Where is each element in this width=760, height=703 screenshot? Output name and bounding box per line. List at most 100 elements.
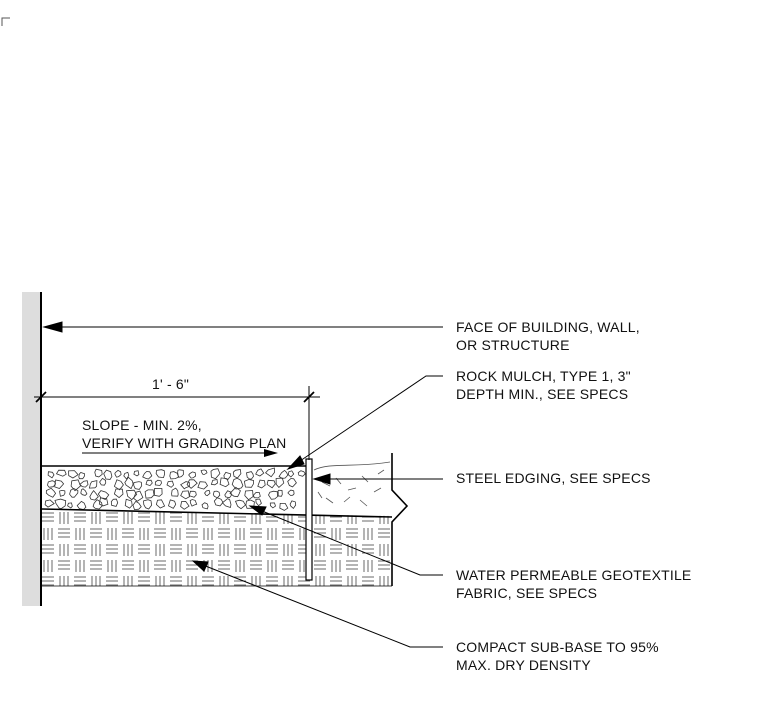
rock-stone: [124, 476, 134, 490]
rock-stone: [234, 499, 247, 510]
face-leader: [42, 321, 443, 333]
rock-stone: [188, 490, 197, 498]
dimension-line: [34, 386, 320, 460]
rock-stone: [98, 497, 109, 507]
fabric-leader: [248, 505, 443, 576]
subbase-label-line1: COMPACT SUB-BASE TO 95%: [456, 639, 659, 655]
rock-stone: [171, 487, 179, 497]
rock-stone: [189, 499, 198, 507]
rock-stone: [275, 477, 285, 488]
rock-stone: [114, 469, 122, 478]
rock-stone: [103, 469, 113, 480]
rock-mulch-layer: [42, 466, 308, 513]
rock-stone: [133, 481, 143, 490]
slope-label-line2: VERIFY WITH GRADING PLAN: [82, 435, 287, 451]
rock-stone: [44, 499, 55, 508]
rock-stone: [166, 480, 175, 488]
rock-stone: [144, 489, 155, 499]
rock-stone: [297, 470, 306, 477]
fabric-label-line1: WATER PERMEABLE GEOTEXTILE: [456, 567, 692, 583]
rock-stone: [219, 477, 230, 488]
rock-stone: [154, 479, 162, 486]
sub-base-layer: [42, 510, 392, 586]
rock-stone: [55, 469, 67, 477]
rock-stone: [67, 502, 73, 509]
rock-stone: [210, 479, 218, 486]
rock-stone: [126, 489, 138, 501]
rock-stone: [279, 502, 289, 511]
rock-stone: [177, 469, 184, 478]
rock-stone: [255, 468, 265, 477]
dimension-label: 1' - 6": [152, 376, 190, 392]
rock-stone: [47, 471, 55, 479]
rock-stone: [133, 490, 144, 502]
rock-stone: [153, 487, 163, 497]
rock-stone: [99, 477, 107, 486]
rock-stone: [243, 479, 254, 488]
rock-stone: [47, 480, 57, 488]
rock-stone: [110, 498, 119, 507]
rock-stone: [229, 486, 241, 498]
subbase-label-line2: MAX. DRY DENSITY: [456, 657, 591, 673]
rock-stone: [210, 468, 221, 480]
face-label-line2: OR STRUCTURE: [456, 337, 570, 353]
rock-stone: [180, 490, 190, 500]
rock-stone: [278, 469, 289, 479]
rock-stone: [255, 498, 262, 507]
rock-stone: [212, 490, 221, 499]
rock-stone: [269, 502, 276, 509]
rock-stone: [89, 489, 99, 501]
rock-stone: [246, 471, 254, 480]
rock-stone: [142, 471, 153, 480]
rock-stone: [213, 497, 224, 507]
rock-stone: [200, 469, 208, 475]
wall-fill: [22, 292, 41, 606]
rock-stone: [123, 471, 130, 480]
rock-stone: [186, 479, 198, 489]
rock-stone: [143, 499, 153, 510]
rock-stone: [133, 470, 140, 477]
rock-stone: [287, 478, 297, 488]
rock-stone: [188, 471, 197, 479]
rock-stone: [264, 467, 276, 478]
edging-leader: [312, 473, 443, 485]
slope-label-line1: SLOPE - MIN. 2%,: [82, 417, 202, 433]
edging-label: STEEL EDGING, SEE SPECS: [456, 470, 651, 486]
rock-stone: [180, 481, 190, 490]
mulch-label-line1: ROCK MULCH, TYPE 1, 3": [456, 368, 631, 384]
rock-stone: [204, 489, 211, 497]
rock-stone: [287, 470, 295, 478]
rock-stone: [69, 487, 79, 498]
rock-stone: [59, 489, 66, 497]
rock-stone: [113, 488, 124, 499]
rock-stone: [145, 479, 153, 487]
rock-stone: [245, 499, 255, 509]
subbase-leader: [191, 560, 443, 648]
rock-stone: [79, 480, 89, 488]
fabric-label-line2: FABRIC, SEE SPECS: [456, 585, 598, 601]
rock-stone: [97, 490, 110, 500]
soil-hatch: [313, 461, 391, 507]
rock-stone: [68, 470, 79, 479]
rock-stone: [221, 498, 232, 509]
rock-stone: [80, 488, 88, 496]
rock-stone: [287, 489, 295, 496]
mulch-leader: [286, 375, 443, 471]
mulch-label-line2: DEPTH MIN., SEE SPECS: [456, 386, 629, 402]
rock-stone: [45, 487, 57, 498]
rock-stone: [244, 490, 254, 501]
steel-edging: [305, 458, 313, 581]
rock-stone: [223, 471, 232, 481]
rock-stone: [132, 500, 142, 511]
rock-mulch-stones: [44, 467, 306, 511]
rock-stone: [78, 472, 86, 480]
rock-stone: [180, 500, 190, 510]
break-line: [391, 453, 409, 586]
rock-stone: [54, 498, 67, 510]
rock-stone: [289, 500, 297, 510]
rock-stone: [155, 499, 166, 509]
rock-stone: [92, 499, 103, 510]
rock-stone: [266, 479, 276, 489]
rock-stone: [155, 469, 165, 479]
